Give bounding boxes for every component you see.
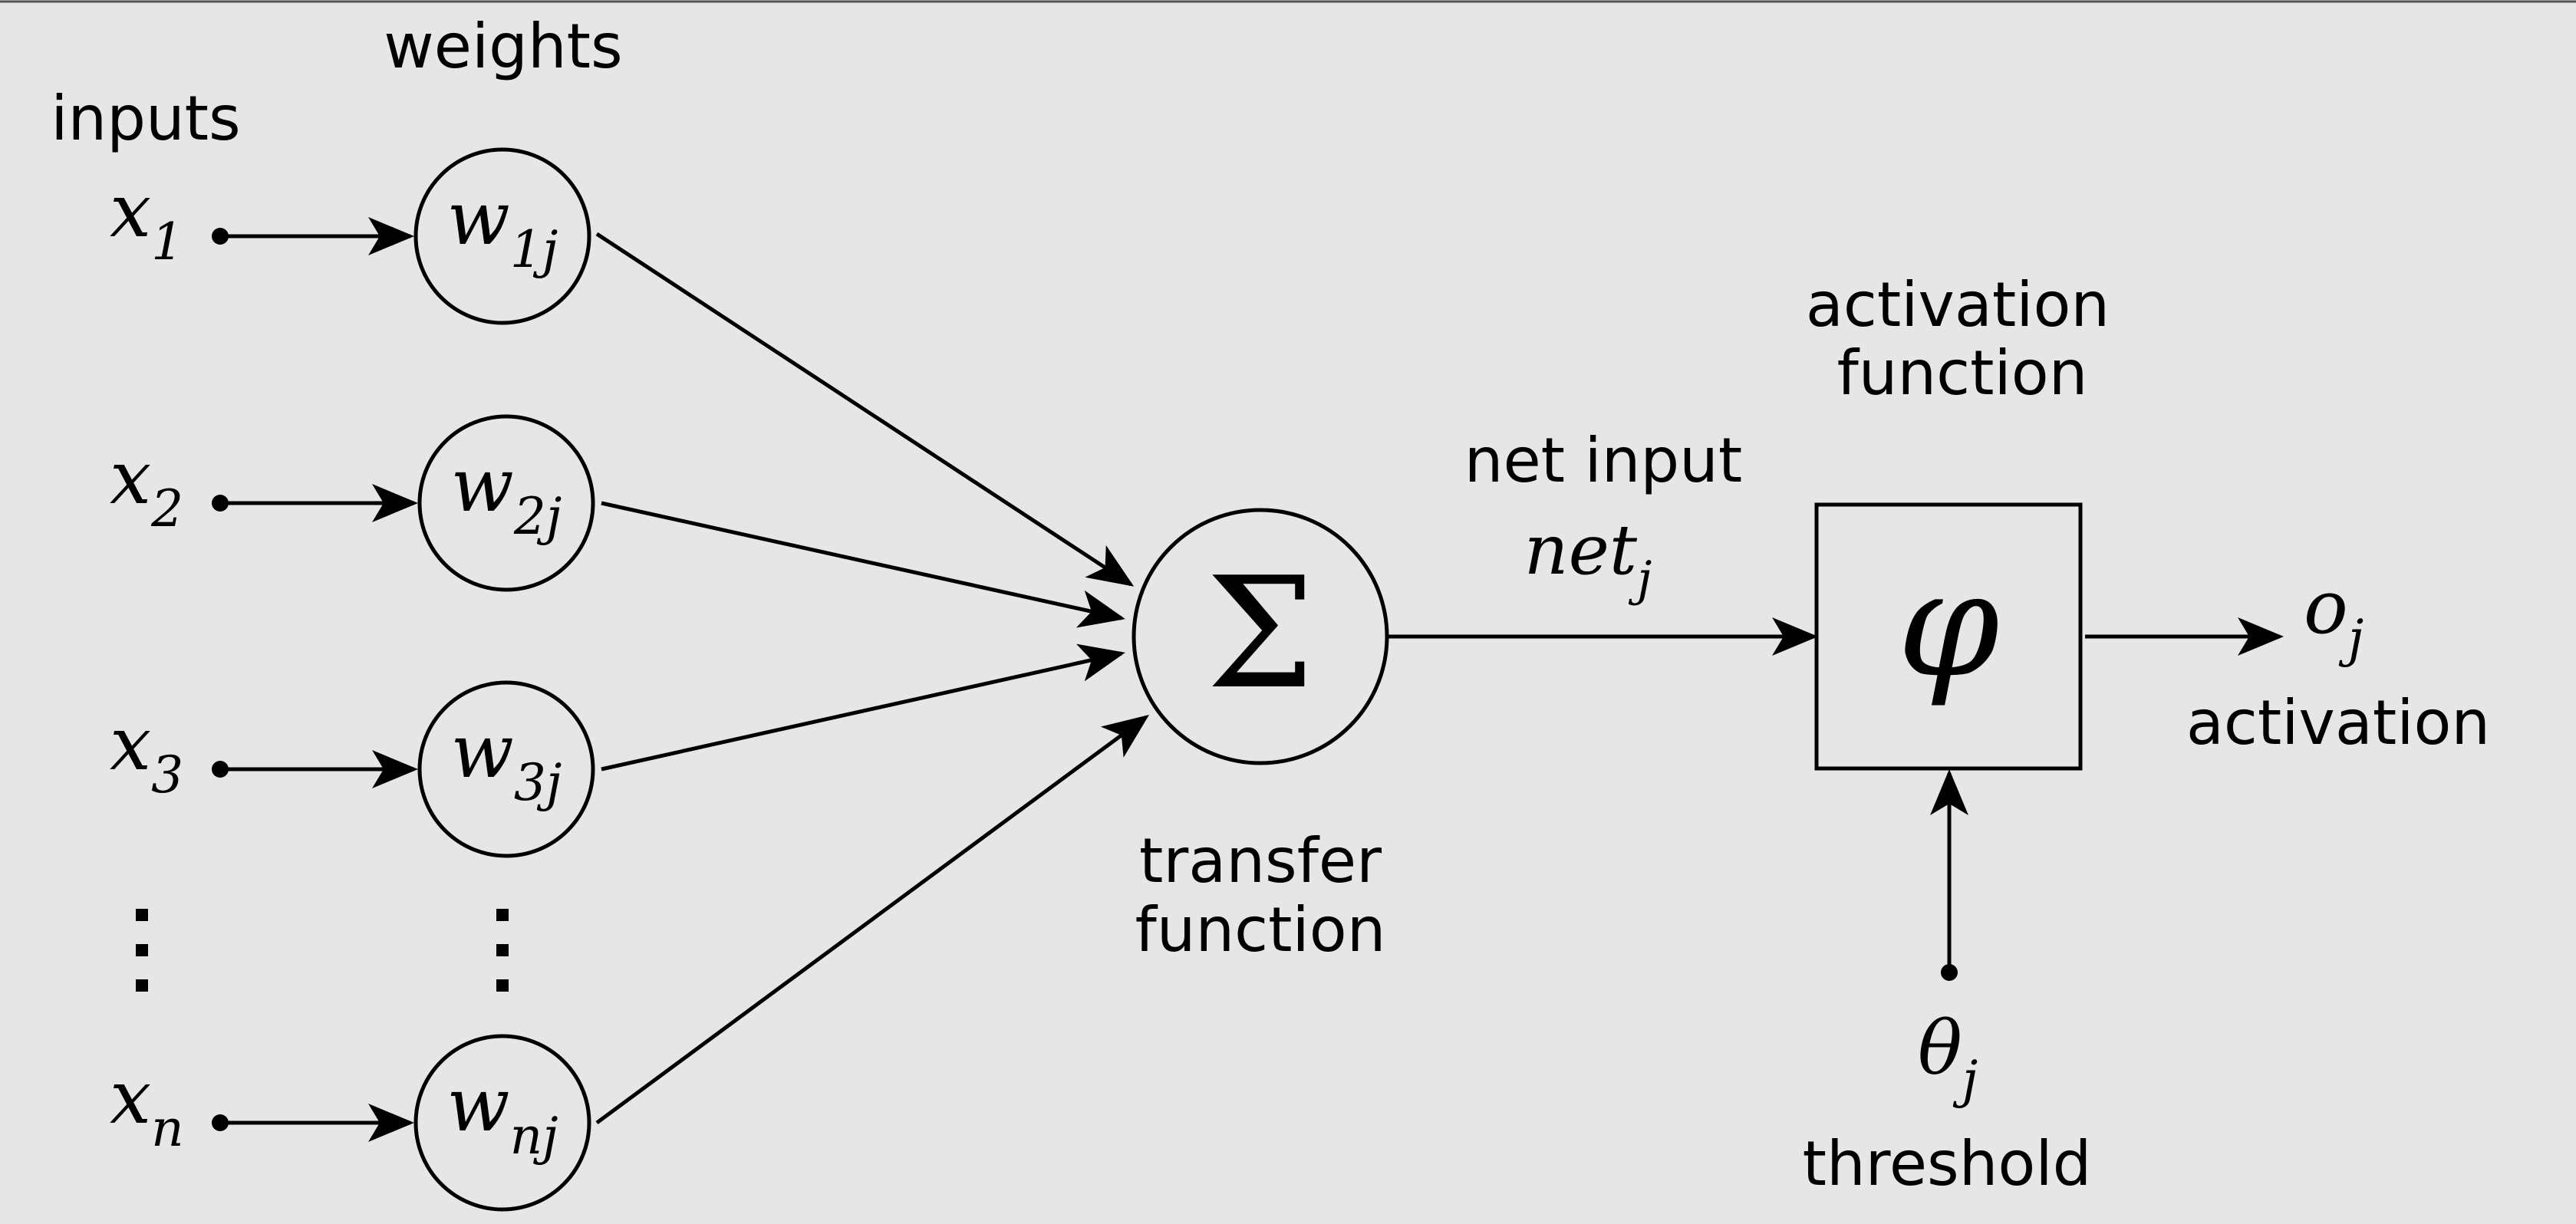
input-x2: x2 bbox=[110, 435, 183, 538]
inputs-label: inputs bbox=[51, 83, 240, 154]
weight-arrow bbox=[595, 232, 1135, 587]
sigma-symbol: Σ bbox=[1206, 545, 1314, 723]
weight-arrow bbox=[595, 715, 1150, 1125]
weight-arrow bbox=[601, 643, 1125, 772]
weight-node-3: w3j bbox=[417, 680, 595, 858]
input-xn: xn bbox=[110, 1055, 184, 1158]
activation-function-label-line1: activation bbox=[1806, 269, 2110, 341]
threshold-label: threshold bbox=[1803, 1128, 2092, 1199]
transfer-function-label-line2: function bbox=[1135, 894, 1386, 966]
output-oj: oj bbox=[2304, 564, 2364, 668]
weights-label: weights bbox=[384, 11, 622, 82]
weight-node-1: w1j bbox=[413, 147, 591, 325]
activation-label: activation bbox=[2186, 687, 2490, 758]
phi-symbol: φ bbox=[1897, 540, 1999, 709]
transfer-function-label-line1: transfer bbox=[1139, 825, 1382, 897]
activation-function-box: φ bbox=[1814, 502, 2083, 771]
net-j-symbol: netj bbox=[1524, 510, 1652, 607]
weight-w2j: w2j bbox=[451, 443, 562, 546]
input-x1: x1 bbox=[110, 168, 183, 271]
weight-wnj: wnj bbox=[446, 1062, 558, 1166]
activation-function-label-line2: function bbox=[1837, 337, 2088, 409]
weight-arrow bbox=[601, 501, 1125, 628]
net-input-label: net input bbox=[1464, 425, 1743, 496]
input-x3: x3 bbox=[110, 701, 183, 804]
input-ellipsis bbox=[136, 909, 148, 992]
weight-node-2: w2j bbox=[417, 414, 595, 592]
weight-node-n: wnj bbox=[413, 1034, 591, 1212]
weight-w3j: w3j bbox=[451, 709, 562, 812]
weight-connectors bbox=[595, 232, 1150, 1125]
theta-j-symbol: θj bbox=[1918, 1005, 1978, 1109]
weight-w1j: w1j bbox=[447, 176, 558, 279]
weight-ellipsis bbox=[496, 909, 509, 992]
input-connectors bbox=[212, 217, 418, 1142]
sum-node: Σ bbox=[1132, 508, 1389, 765]
